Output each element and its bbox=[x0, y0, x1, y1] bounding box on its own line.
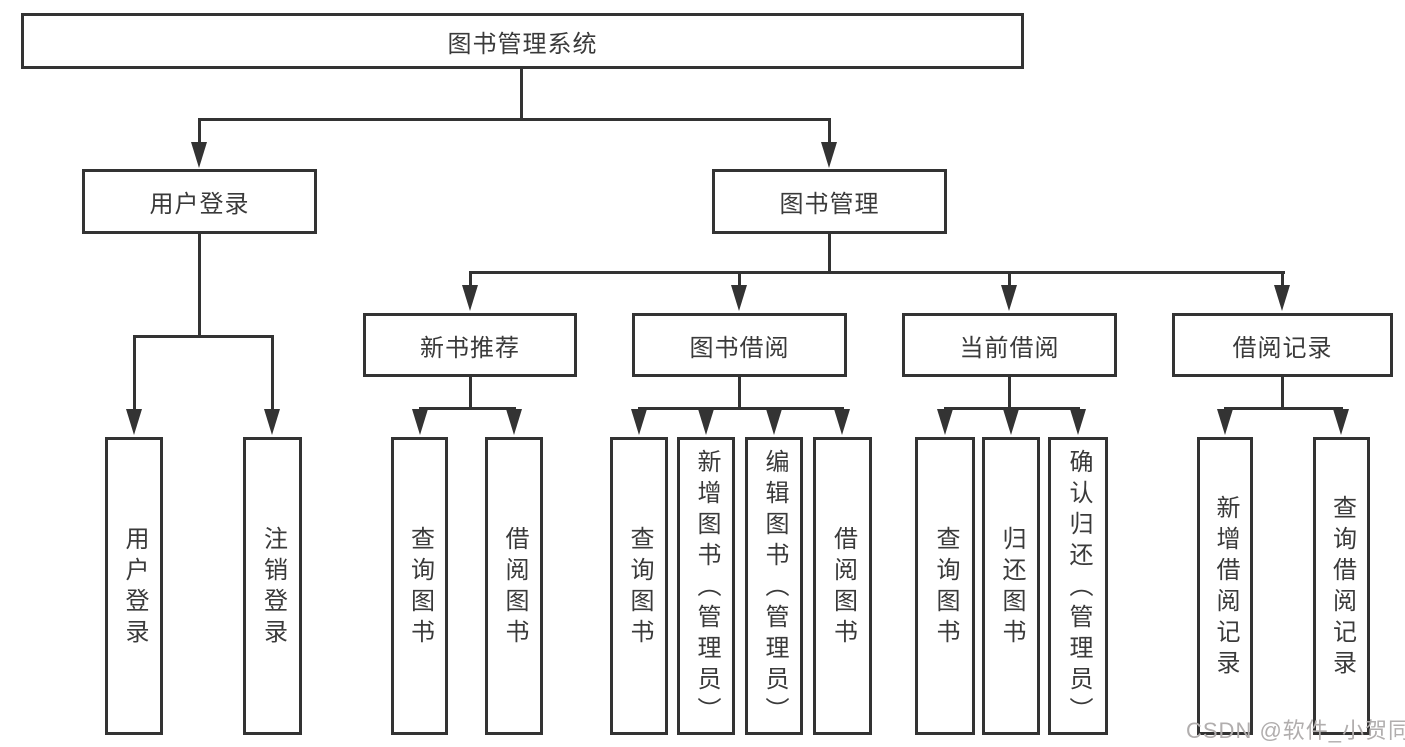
node-label: 查询借阅记录 bbox=[1328, 495, 1356, 681]
connector-shaft bbox=[271, 335, 274, 411]
connector-login-shaft bbox=[198, 118, 201, 145]
node-label: 查询图书 bbox=[626, 526, 653, 650]
node-label: 归还图书 bbox=[998, 526, 1025, 650]
connector-mgmt-shaft bbox=[828, 118, 831, 145]
connector-shaft bbox=[133, 335, 136, 411]
arrowhead-down-icon bbox=[1003, 409, 1019, 435]
node-return-book: 归还图书 bbox=[982, 437, 1040, 735]
arrowhead-down-icon bbox=[126, 409, 142, 435]
connector-level2-branch bbox=[198, 118, 831, 121]
node-query-books-borrow: 查询图书 bbox=[610, 437, 668, 735]
connector-recommend-stub bbox=[469, 377, 472, 410]
arrowhead-down-icon bbox=[821, 142, 837, 168]
node-borrow-records: 借阅记录 bbox=[1172, 313, 1393, 377]
arrowhead-down-icon bbox=[631, 409, 647, 435]
node-add-book-admin: 新增图书（管理员） bbox=[677, 437, 735, 735]
node-label: 查询图书 bbox=[406, 526, 434, 650]
node-borrow-books-recommend: 借阅图书 bbox=[485, 437, 543, 735]
node-borrow-books-leaf: 借阅图书 bbox=[813, 437, 872, 735]
arrowhead-down-icon bbox=[1001, 285, 1017, 311]
arrowhead-down-icon bbox=[1274, 285, 1290, 311]
node-label: 用户登录 bbox=[149, 191, 250, 218]
node-query-books-recommend: 查询图书 bbox=[391, 437, 448, 735]
node-label: 用户登录 bbox=[121, 526, 148, 650]
node-logout: 注销登录 bbox=[243, 437, 302, 735]
node-label: 借阅图书 bbox=[501, 526, 528, 650]
node-query-borrow-record: 查询借阅记录 bbox=[1313, 437, 1370, 735]
node-user-login-leaf: 用户登录 bbox=[105, 437, 163, 735]
node-book-management: 图书管理 bbox=[712, 169, 947, 234]
connector-records-stub bbox=[1281, 377, 1284, 410]
node-label: 注销登录 bbox=[259, 526, 287, 650]
arrowhead-down-icon bbox=[462, 285, 478, 311]
node-current-borrow: 当前借阅 bbox=[902, 313, 1117, 377]
arrowhead-down-icon bbox=[412, 409, 428, 435]
connector-login-branch bbox=[133, 335, 274, 338]
node-label: 查询图书 bbox=[932, 526, 959, 650]
connector-root-stub bbox=[520, 68, 523, 121]
node-label: 图书管理系统 bbox=[447, 30, 598, 58]
arrowhead-down-icon bbox=[937, 409, 953, 435]
connector-level3-branch bbox=[469, 271, 1285, 274]
node-library-management-system: 图书管理系统 bbox=[21, 13, 1024, 69]
node-new-book-recommend: 新书推荐 bbox=[363, 313, 577, 377]
node-confirm-return-admin: 确认归还（管理员） bbox=[1048, 437, 1108, 735]
arrowhead-down-icon bbox=[264, 409, 280, 435]
connector-borrow-branch bbox=[638, 407, 844, 410]
arrowhead-down-icon bbox=[731, 285, 747, 311]
node-label: 新增借阅记录 bbox=[1212, 495, 1239, 681]
connector-current-stub bbox=[1008, 377, 1011, 410]
arrowhead-down-icon bbox=[1217, 409, 1233, 435]
node-label: 借阅记录 bbox=[1232, 334, 1333, 362]
node-edit-book-admin: 编辑图书（管理员） bbox=[745, 437, 803, 735]
node-label: 借阅图书 bbox=[829, 526, 857, 650]
node-label: 图书管理 bbox=[779, 191, 880, 218]
watermark: CSDN @软件_小贺同学 bbox=[1186, 718, 1405, 743]
connector-mgmt-stub bbox=[828, 233, 831, 274]
connector-shaft bbox=[738, 271, 741, 288]
connector-records-branch bbox=[1224, 407, 1343, 410]
node-label: 编辑图书（管理员） bbox=[761, 448, 788, 728]
connector-login-stub bbox=[198, 233, 201, 338]
connector-recommend-branch bbox=[419, 407, 516, 410]
connector-borrow-stub bbox=[738, 377, 741, 410]
connector-shaft bbox=[469, 271, 472, 288]
node-label: 确认归还（管理员） bbox=[1065, 448, 1092, 728]
arrowhead-down-icon bbox=[191, 142, 207, 168]
arrowhead-down-icon bbox=[1070, 409, 1086, 435]
connector-current-branch bbox=[944, 407, 1080, 410]
node-label: 图书借阅 bbox=[689, 334, 790, 362]
node-label: 当前借阅 bbox=[959, 334, 1060, 362]
node-book-borrow: 图书借阅 bbox=[632, 313, 847, 377]
node-user-login: 用户登录 bbox=[82, 169, 317, 234]
node-label: 新书推荐 bbox=[420, 334, 520, 362]
node-add-borrow-record: 新增借阅记录 bbox=[1197, 437, 1253, 735]
connector-shaft bbox=[1281, 271, 1284, 288]
arrowhead-down-icon bbox=[766, 409, 782, 435]
arrowhead-down-icon bbox=[834, 409, 850, 435]
connector-shaft bbox=[1008, 271, 1011, 288]
arrowhead-down-icon bbox=[506, 409, 522, 435]
arrowhead-down-icon bbox=[1333, 409, 1349, 435]
node-label: 新增图书（管理员） bbox=[693, 448, 720, 728]
node-query-books-current: 查询图书 bbox=[915, 437, 975, 735]
arrowhead-down-icon bbox=[698, 409, 714, 435]
